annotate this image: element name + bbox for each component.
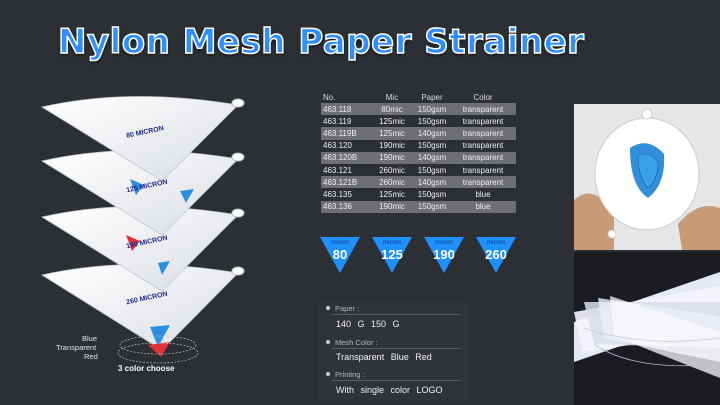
cell-no: 463.120B bbox=[323, 153, 358, 163]
badge-value: 190 bbox=[433, 247, 455, 262]
table-body: 463.118 80mic 150gsm transparent 463.119 125m… bbox=[321, 103, 516, 213]
color-label-transparent: Transparent bbox=[56, 343, 97, 352]
specs-panel: Paper : 140 G 150 G Mesh Color : Transpa… bbox=[318, 300, 468, 404]
printing-value: With single color LOGO bbox=[336, 385, 443, 395]
spec-table: No. Mic Paper Color 463.118 80mic 150gsm tr… bbox=[321, 93, 516, 213]
badge-unit: micron bbox=[434, 240, 453, 246]
strainer-cone-1 bbox=[40, 96, 245, 182]
paper-value: 140 G 150 G bbox=[336, 319, 400, 329]
badge-value: 260 bbox=[485, 247, 507, 262]
header-no: No. bbox=[323, 93, 336, 102]
bullet-icon bbox=[326, 340, 330, 344]
table-row: 463.135 125mic 150gsm blue bbox=[321, 188, 516, 200]
table-row: 463.118 80mic 150gsm transparent bbox=[321, 103, 516, 116]
cell-no: 463.119B bbox=[323, 128, 357, 138]
mesh-value: Transparent Blue Red bbox=[336, 352, 432, 362]
badge-value: 80 bbox=[332, 247, 348, 262]
divider bbox=[332, 314, 460, 315]
cell-mic: 125mic bbox=[379, 189, 405, 199]
cell-color: blue bbox=[475, 189, 491, 199]
color-choose-caption: 3 color choose bbox=[118, 364, 175, 373]
badge-unit: micron bbox=[486, 240, 505, 246]
strainer-cones-graphic bbox=[40, 96, 245, 364]
cell-no: 463.118 bbox=[323, 104, 352, 114]
cell-no: 463.136 bbox=[323, 202, 352, 212]
product-photo-hand bbox=[574, 104, 720, 250]
table-row: 463.121 260mic 150gsm transparent bbox=[321, 164, 516, 176]
cell-no: 463.120 bbox=[323, 141, 352, 151]
strainer-cone-3 bbox=[40, 206, 245, 292]
page-title: Nylon Mesh Paper Strainer bbox=[57, 21, 585, 63]
cell-color: transparent bbox=[462, 165, 504, 175]
cell-paper: 150gsm bbox=[417, 189, 447, 199]
micron-badge-190: micron 190 bbox=[424, 237, 464, 273]
cell-mic: 125mic bbox=[379, 128, 405, 138]
cell-color: transparent bbox=[462, 153, 504, 163]
cell-paper: 150gsm bbox=[417, 104, 447, 114]
cell-paper: 140gsm bbox=[417, 128, 447, 138]
cell-paper: 150gsm bbox=[417, 165, 447, 175]
cell-color: transparent bbox=[462, 128, 504, 138]
table-header: No. Mic Paper Color bbox=[321, 93, 516, 103]
mesh-heading: Mesh Color : bbox=[335, 338, 378, 347]
printing-heading: Printing : bbox=[335, 370, 365, 379]
header-mic: Mic bbox=[385, 93, 399, 102]
cell-mic: 260mic bbox=[379, 165, 405, 175]
table-row: 463.120 190mic 150gsm transparent bbox=[321, 140, 516, 152]
cell-paper: 150gsm bbox=[417, 141, 447, 151]
cell-paper: 140gsm bbox=[417, 153, 447, 163]
cell-mic: 190mic bbox=[379, 202, 405, 212]
table-row: 463.119 125mic 150gsm transparent bbox=[321, 115, 516, 127]
table-row: 463.121B 260mic 140gsm transparent bbox=[321, 176, 516, 189]
product-photo-stack bbox=[574, 252, 720, 405]
cell-paper: 140gsm bbox=[417, 177, 447, 187]
cell-color: transparent bbox=[462, 141, 504, 151]
cell-color: transparent bbox=[462, 177, 504, 187]
badge-value: 125 bbox=[381, 247, 403, 262]
cell-no: 463.135 bbox=[323, 189, 352, 199]
cell-mic: 190mic bbox=[379, 141, 405, 151]
cell-mic: 190mic bbox=[379, 153, 405, 163]
divider bbox=[332, 380, 460, 381]
bullet-icon bbox=[326, 372, 330, 376]
cell-no: 463.121 bbox=[323, 165, 352, 175]
cell-mic: 125mic bbox=[379, 116, 405, 126]
color-label-blue: Blue bbox=[82, 334, 98, 343]
cell-color: transparent bbox=[462, 116, 504, 126]
table-row: 463.119B 125mic 140gsm transparent bbox=[321, 127, 516, 140]
cell-mic: 260mic bbox=[379, 177, 405, 187]
cell-paper: 150gsm bbox=[417, 116, 447, 126]
color-label-red: Red bbox=[84, 352, 98, 361]
header-paper: Paper bbox=[421, 93, 443, 102]
divider bbox=[332, 348, 460, 349]
cell-color: transparent bbox=[462, 104, 504, 114]
micron-badge-125: micron 125 bbox=[372, 237, 412, 273]
strainer-stack-illustration: 80 MICRON 125 MICRON 190 MICRON 260 MICR… bbox=[30, 95, 270, 395]
table-row: 463.120B 190mic 140gsm transparent bbox=[321, 151, 516, 164]
badge-unit: micron bbox=[330, 240, 349, 246]
cell-no: 463.121B bbox=[323, 177, 358, 187]
table-row: 463.136 190mic 150gsm blue bbox=[321, 200, 516, 213]
paper-heading: Paper : bbox=[335, 304, 360, 313]
badge-unit: micron bbox=[382, 240, 401, 246]
cell-no: 463.119 bbox=[323, 116, 352, 126]
cell-color: blue bbox=[475, 202, 491, 212]
cell-mic: 80mic bbox=[381, 104, 403, 114]
header-color: Color bbox=[473, 93, 493, 102]
bullet-icon bbox=[326, 306, 330, 310]
cell-paper: 150gsm bbox=[417, 202, 447, 212]
micron-badge-260: micron 260 bbox=[476, 237, 516, 273]
micron-badge-80: micron 80 bbox=[320, 237, 360, 273]
